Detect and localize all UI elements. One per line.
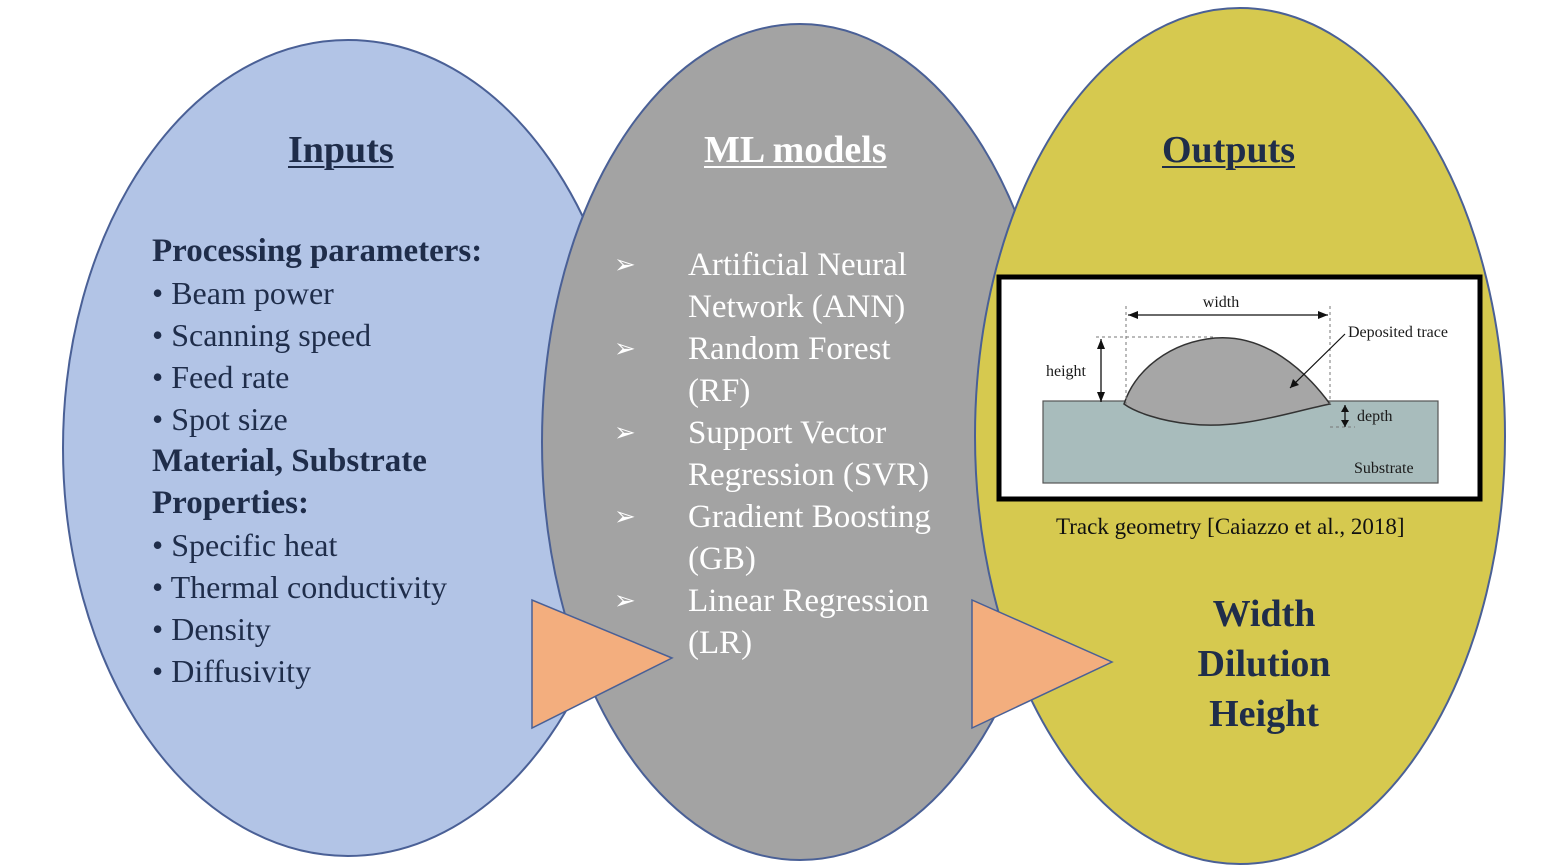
model-item: Random Forest (RF) xyxy=(688,328,891,412)
list-item: • Beam power xyxy=(152,275,334,311)
fig-substrate-label: Substrate xyxy=(1354,460,1414,477)
arrow-models-to-outputs xyxy=(971,598,1114,730)
fig-depth-label: depth xyxy=(1357,408,1393,425)
list-item: • Scanning speed xyxy=(152,317,372,353)
model-item: Linear Regression (LR) xyxy=(688,580,929,664)
list-item: • Feed rate xyxy=(152,359,290,395)
model-item-line1: Support Vector xyxy=(688,415,887,451)
list-item: • Specific heat xyxy=(152,527,338,563)
model-item: Support Vector Regression (SVR) xyxy=(688,412,929,496)
list-item: • Thermal conductivity xyxy=(152,569,447,605)
arrow-bullet-icon: ➢ xyxy=(614,334,636,363)
model-item-line2: (LR) xyxy=(688,625,753,661)
output-height: Height xyxy=(1209,693,1319,735)
processing-parameters-heading: Processing parameters: xyxy=(152,233,483,269)
figure-caption: Track geometry [Caiazzo et al., 2018] xyxy=(1056,514,1405,539)
material-heading-line1: Material, Substrate xyxy=(152,443,427,479)
model-item-line1: Gradient Boosting xyxy=(688,499,931,535)
model-item-line1: Linear Regression xyxy=(688,583,930,619)
material-heading-line2: Properties: xyxy=(152,485,309,521)
model-item: Artificial Neural Network (ANN) xyxy=(688,244,907,328)
model-item: Gradient Boosting (GB) xyxy=(688,496,931,580)
inputs-list: Processing parameters: • Beam power • Sc… xyxy=(152,230,482,692)
deposited-bead xyxy=(1123,337,1332,426)
list-item: • Spot size xyxy=(152,401,288,437)
arrow-bullet-icon: ➢ xyxy=(614,418,636,447)
model-item-line1: Random Forest xyxy=(688,331,891,367)
models-heading: ML models xyxy=(704,129,887,171)
arrow-inputs-to-models xyxy=(531,598,674,730)
model-item-line2: Network (ANN) xyxy=(688,289,906,325)
inputs-heading: Inputs xyxy=(288,129,394,171)
arrow-bullet-icon: ➢ xyxy=(614,250,636,279)
arrow-bullet-icon: ➢ xyxy=(614,586,636,615)
output-dilution: Dilution xyxy=(1197,643,1331,685)
list-item: • Density xyxy=(152,611,271,647)
model-item-line2: Regression (SVR) xyxy=(688,457,930,493)
model-item-line2: (GB) xyxy=(688,541,756,577)
list-item: • Diffusivity xyxy=(152,653,312,689)
fig-deposited-label: Deposited trace xyxy=(1348,324,1448,341)
outputs-heading: Outputs xyxy=(1162,129,1296,171)
arrow-bullet-icon: ➢ xyxy=(614,502,636,531)
output-width: Width xyxy=(1212,593,1316,635)
fig-width-label: width xyxy=(1203,294,1239,311)
model-item-line1: Artificial Neural xyxy=(688,247,907,283)
track-geometry-figure: width height Deposited trace depth Subst… xyxy=(996,274,1483,502)
model-item-line2: (RF) xyxy=(688,373,751,409)
fig-height-label: height xyxy=(1046,363,1087,380)
